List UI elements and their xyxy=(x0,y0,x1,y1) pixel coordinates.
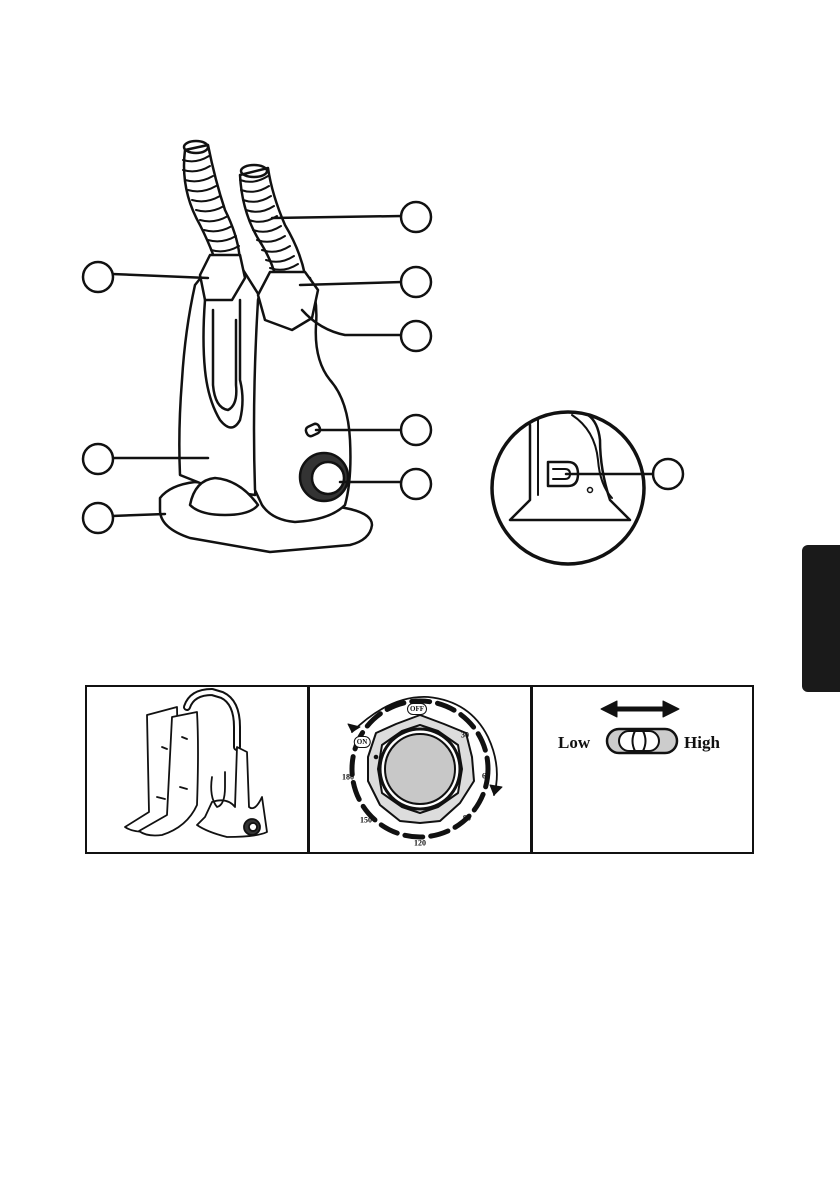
callout-circle xyxy=(83,262,113,292)
callout-line-8 xyxy=(112,514,165,516)
dial-scale-label: 30 xyxy=(461,731,469,740)
dial-scale-label: 120 xyxy=(414,839,426,848)
front-hose xyxy=(240,168,305,275)
callout-line-1 xyxy=(112,274,208,278)
side-tab xyxy=(802,545,840,692)
callout-circle xyxy=(401,321,431,351)
callout-circle xyxy=(83,503,113,533)
dial-scale-label: 90 xyxy=(463,814,471,823)
shoe-dryer-illustration xyxy=(0,0,840,620)
panel-timer-dial: ON OFF 30 60 90 120 150 180 xyxy=(308,685,532,854)
boots-illustration xyxy=(87,687,307,852)
dial-scale-label: 150 xyxy=(360,816,372,825)
callout-line-2 xyxy=(272,216,402,218)
detail-magnifier xyxy=(492,412,653,564)
dial-scale-label: 60 xyxy=(482,772,490,781)
dial-off-label: OFF xyxy=(407,703,427,715)
callout-circle xyxy=(401,202,431,232)
dial-scale-label: 180 xyxy=(342,773,354,782)
callout-circle xyxy=(401,415,431,445)
callout-circle xyxy=(83,444,113,474)
callout-circle xyxy=(401,469,431,499)
callout-line-3 xyxy=(300,282,402,285)
panel-heat-switch: Low High xyxy=(531,685,754,854)
switch-low-label: Low xyxy=(558,733,590,753)
callout-circle xyxy=(653,459,683,489)
switch-high-label: High xyxy=(684,733,720,753)
switch-illustration xyxy=(533,687,753,767)
panel-boots-on-dryer xyxy=(85,685,309,854)
callout-circle xyxy=(401,267,431,297)
dial-on-label: ON xyxy=(354,736,371,748)
back-hose xyxy=(184,145,240,265)
